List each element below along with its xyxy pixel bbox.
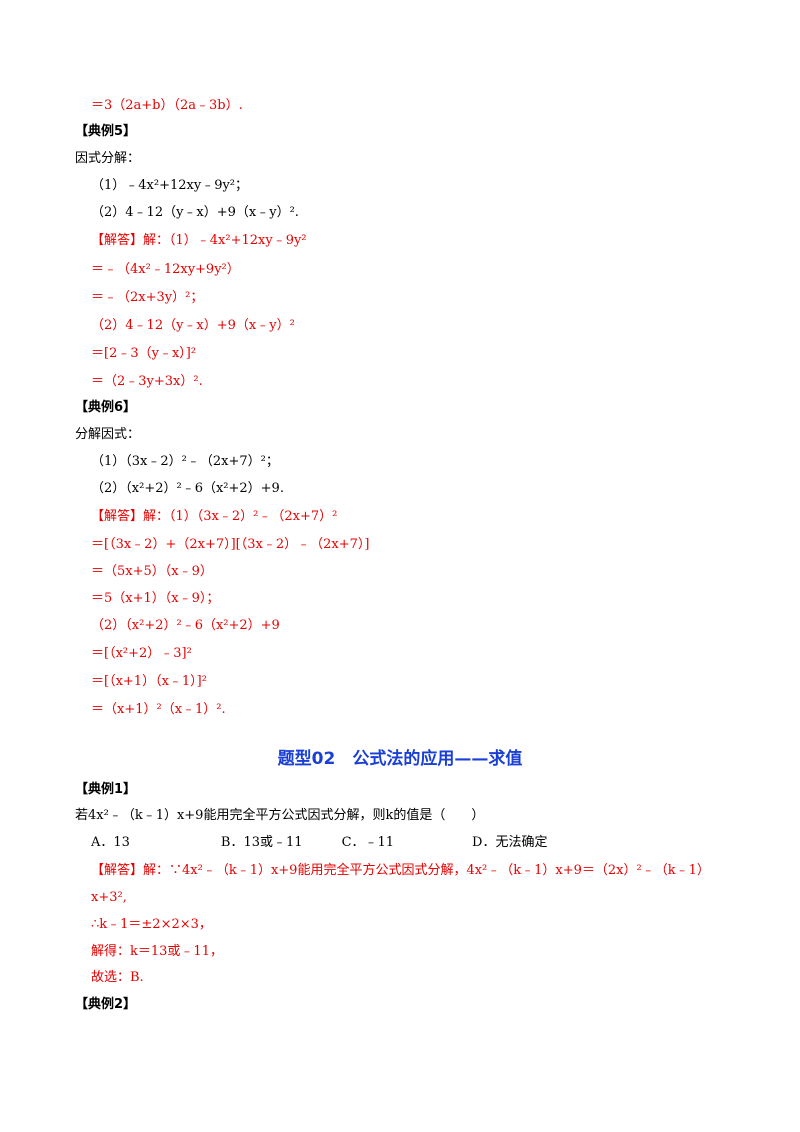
solution-line: 【解答】解：（1）﹣4x²+12xy﹣9y²: [91, 233, 307, 248]
problem-line: （1）﹣4x²+12xy﹣9y²；: [91, 178, 249, 193]
problem-line: （2）4﹣12（y﹣x）+9（x﹣y）².: [91, 205, 299, 220]
solution-line: 【解答】解：（1）（3x﹣2）²﹣（2x+7）²: [91, 509, 338, 524]
solution-line: ＝3（2a+b）（2a﹣3b）.: [91, 98, 243, 113]
solution-line: （2）（x²+2）²﹣6（x²+2）+9: [91, 618, 280, 633]
solution-line: x+3²,: [91, 890, 127, 905]
solution-line: ＝（5x+5）（x﹣9）: [91, 564, 213, 579]
example-heading: 【典例1】: [75, 782, 137, 797]
example-heading: 【典例6】: [75, 400, 137, 415]
solution-line: ＝5（x+1）（x﹣9）；: [91, 591, 220, 606]
problem-line: （2）（x²+2）²﹣6（x²+2）+9.: [91, 481, 284, 496]
solution-line: 故选：B.: [91, 970, 144, 985]
problem-line: 若4x²﹣（k﹣1）x+9能用完全平方公式因式分解，则k的值是（ ）: [75, 808, 485, 823]
solution-line: ＝﹣（2x+3y）²；: [91, 290, 204, 305]
solution-line: （2）4﹣12（y﹣x）+9（x﹣y）²: [91, 318, 295, 333]
solution-line: 【解答】解：∵4x²﹣（k﹣1）x+9能用完全平方公式因式分解，4x²﹣（k﹣1…: [91, 863, 710, 878]
solution-line: ＝（2﹣3y+3x）².: [91, 374, 203, 389]
solution-line: ＝﹣（4x²﹣12xy+9y²）: [91, 262, 240, 277]
example-heading: 【典例2】: [75, 997, 137, 1012]
problem-line: 因式分解：: [75, 151, 141, 166]
section-title: 题型02 公式法的应用——求值: [277, 749, 523, 769]
solution-line: ＝[（x+1）（x﹣1）]²: [91, 674, 207, 689]
solution-line: ＝（x+1）²（x﹣1）².: [91, 702, 226, 717]
example-heading: 【典例5】: [75, 124, 137, 139]
problem-line: 分解因式：: [75, 427, 141, 442]
problem-line: A．13 B．13或﹣11 C．﹣11 D．无法确定: [91, 835, 548, 850]
solution-line: ＝[（3x﹣2）+（2x+7）][（3x﹣2）﹣（2x+7）]: [91, 537, 370, 552]
solution-line: 解得：k＝13或﹣11，: [91, 944, 223, 959]
solution-line: ∴k﹣1＝±2×2×3，: [91, 917, 212, 932]
solution-line: ＝[2﹣3（y﹣x）]²: [91, 346, 197, 361]
problem-line: （1）（3x﹣2）²﹣（2x+7）²；: [91, 454, 279, 469]
solution-line: ＝[（x²+2）﹣3]²: [91, 646, 192, 661]
